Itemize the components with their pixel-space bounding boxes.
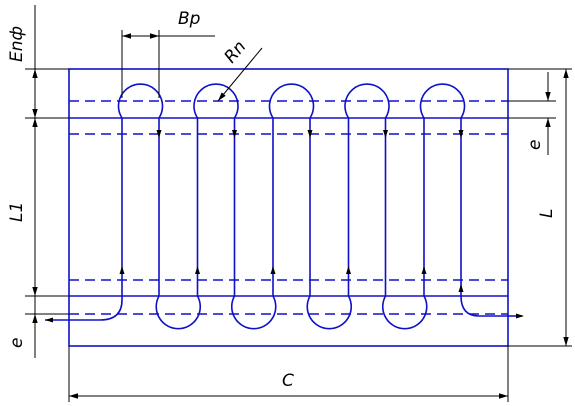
flow-arrow-icon bbox=[421, 266, 427, 274]
dimension-lines bbox=[25, 5, 572, 402]
bp-label: Bp bbox=[178, 9, 201, 29]
flow-arrow-icon bbox=[156, 130, 162, 138]
dashed-lines bbox=[69, 100, 508, 315]
pipe-loops bbox=[45, 83, 522, 330]
flow-arrow-icon bbox=[119, 266, 125, 274]
flow-arrow-icon bbox=[195, 266, 200, 274]
rn-label: Rn bbox=[221, 37, 251, 67]
l1-label: L1 bbox=[7, 202, 27, 222]
flow-arrow-icon bbox=[270, 266, 276, 274]
rn-leader bbox=[217, 47, 263, 102]
l-label: L bbox=[537, 209, 557, 218]
outlet-arrow-icon bbox=[516, 313, 524, 319]
flow-arrow-icon bbox=[346, 266, 351, 274]
e-left-label: e bbox=[7, 338, 27, 348]
inlet-arrow-icon bbox=[45, 317, 53, 323]
c-label: C bbox=[282, 371, 294, 391]
flow-arrow-icon bbox=[232, 130, 237, 138]
flow-arrow-icon bbox=[458, 284, 464, 292]
e-right-label: e bbox=[525, 140, 545, 150]
flow-arrow-icon bbox=[383, 130, 388, 138]
panel-outline bbox=[68, 68, 509, 347]
flow-arrow-icon bbox=[307, 130, 313, 138]
panel-frame bbox=[68, 68, 509, 347]
flow-arrow-icon bbox=[458, 130, 464, 138]
serpentine-pipe bbox=[69, 83, 508, 330]
flow-arrows bbox=[45, 130, 524, 323]
enf-label: Enф bbox=[7, 26, 27, 62]
